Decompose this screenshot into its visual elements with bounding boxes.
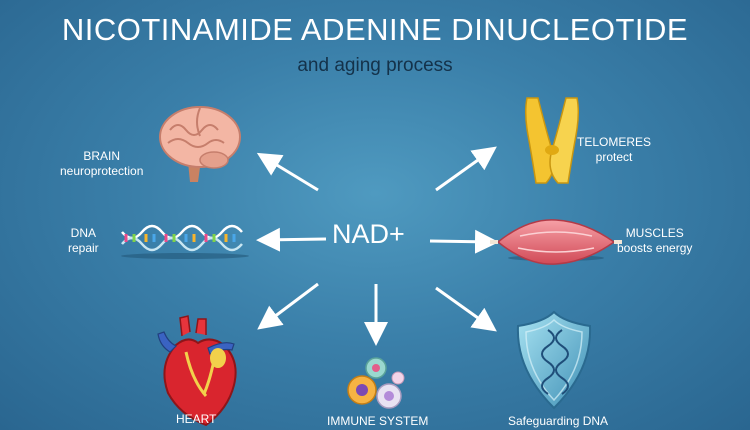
telomeres-title: TELOMERES — [577, 135, 652, 149]
arrow-to-heart — [257, 282, 319, 330]
chromosome-icon — [524, 97, 580, 184]
telomeres-label: TELOMERES protect — [577, 135, 651, 165]
muscles-title: MUSCLES — [625, 226, 684, 240]
dna-shield-icon — [516, 310, 592, 410]
heart-icon — [157, 315, 237, 427]
infographic-title: NICOTINAMIDE ADENINE DINUCLEOTIDE — [61, 12, 689, 47]
brain-title: BRAIN — [83, 149, 121, 163]
dna-title: DNA — [70, 226, 97, 240]
arrow-to-brain — [256, 152, 319, 192]
arrow-to-safeguard — [435, 286, 497, 332]
immune-cells-icon — [347, 357, 405, 409]
muscles-subtitle: boosts energy — [617, 241, 693, 255]
arrow-to-telomeres — [435, 146, 497, 192]
dna-helix-icon — [121, 224, 249, 259]
dna-label: DNA repair — [68, 226, 99, 256]
brain-label: BRAIN neuroprotection — [60, 149, 143, 179]
nad-center-label: NAD+ — [332, 219, 405, 249]
arrow-to-dna — [256, 227, 327, 252]
muscles-label: MUSCLES boosts energy — [617, 226, 692, 256]
infographic-subtitle: and aging process — [297, 55, 453, 76]
telomeres-subtitle: protect — [595, 150, 633, 164]
arrow-to-muscles — [429, 229, 499, 254]
arrows — [256, 146, 499, 346]
safeguard-label: Safeguarding DNA — [508, 414, 609, 428]
brain-subtitle: neuroprotection — [60, 164, 144, 178]
muscle-icon — [490, 219, 622, 265]
brain-icon — [159, 106, 241, 182]
heart-label: HEART — [176, 412, 217, 426]
immune-label: IMMUNE SYSTEM — [327, 414, 429, 428]
dna-subtitle: repair — [68, 241, 99, 255]
